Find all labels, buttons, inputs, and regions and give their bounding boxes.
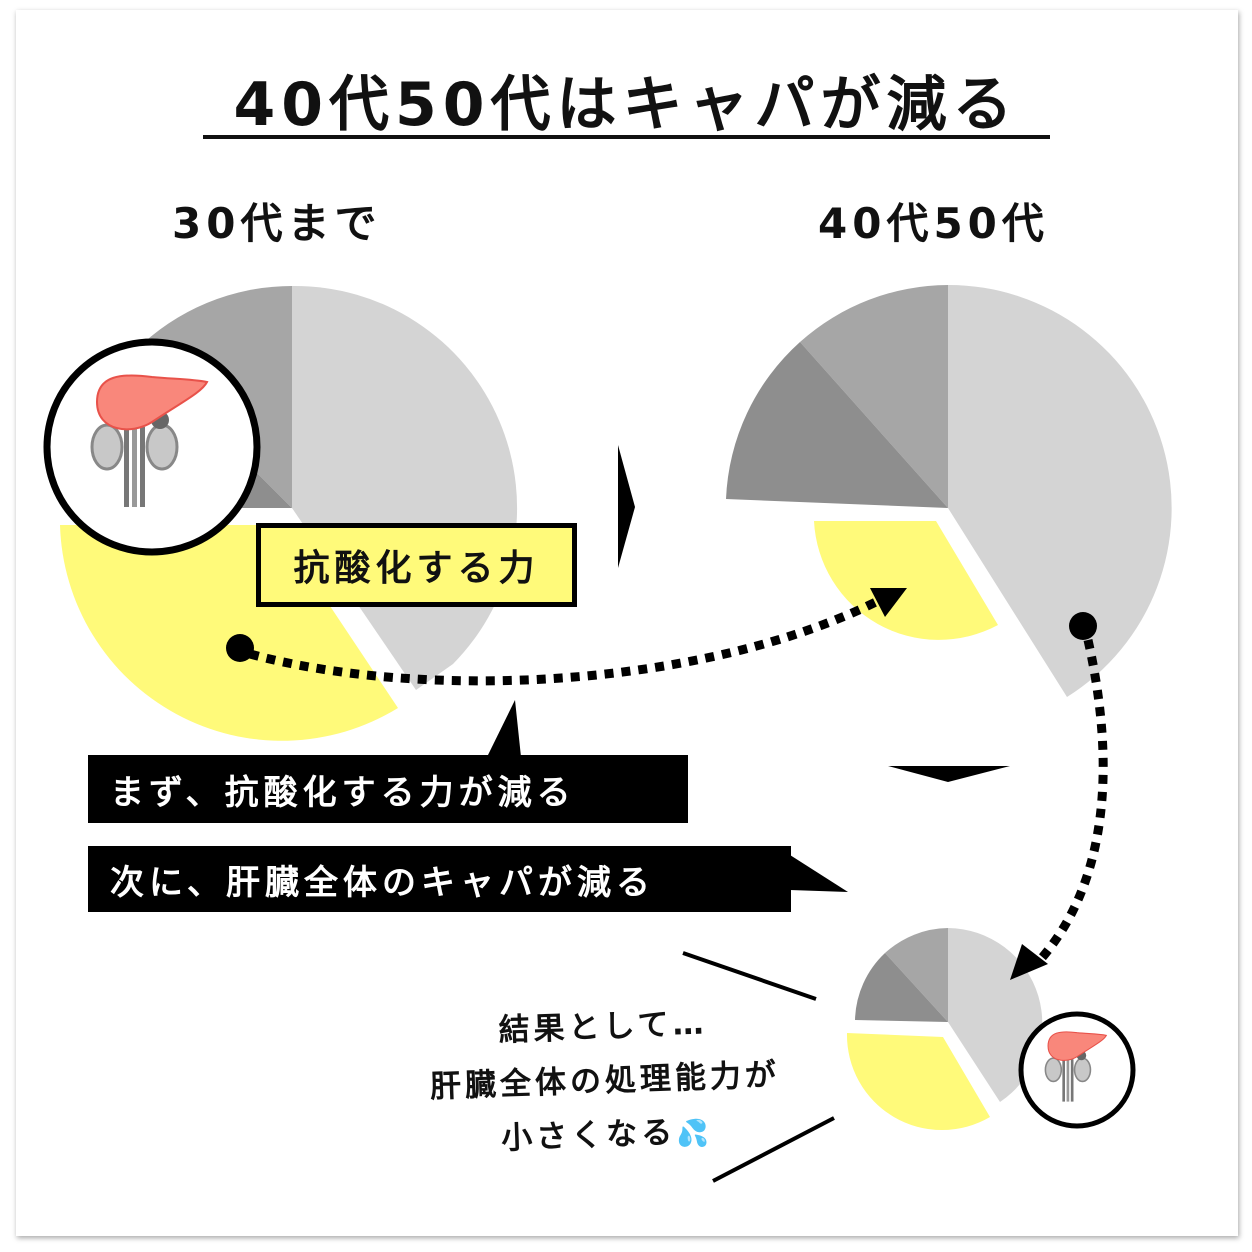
result-text: 結果として… 肝臓全体の処理能力が 小さくなる💦 [387, 993, 822, 1172]
pie-slice-light-gray [948, 284, 1172, 697]
arrow-head [870, 588, 907, 617]
step2-text: 次に、肝臓全体のキャパが減る [110, 862, 655, 903]
callout-pointer-right [790, 855, 848, 892]
chevron-right-icon [618, 445, 635, 568]
pie-chart-after [726, 284, 1172, 697]
arrow-start-dot-2 [1069, 612, 1097, 640]
step1-text: まず、抗酸化する力が減る [110, 772, 576, 813]
arrow-start-dot [226, 634, 254, 662]
before-label: 30代まで [172, 199, 382, 248]
pie-slice-dark-gray [855, 953, 948, 1022]
liver-kidney-icon-small [1018, 1011, 1136, 1129]
liver-kidney-icon [43, 338, 261, 556]
pie-chart-result [846, 928, 1043, 1131]
pie-slice-antioxidant [846, 1033, 990, 1131]
emphasis-line-bottom [712, 1116, 835, 1183]
pie-slice-antioxidant [814, 521, 998, 640]
page-title: 40代50代はキャパが減る [233, 70, 1019, 140]
title-underline [203, 135, 1050, 139]
dotted-arrow-antioxidant [248, 595, 883, 686]
step1-callout: まず、抗酸化する力が減る [88, 755, 688, 823]
dotted-arrow-capacity [1036, 639, 1108, 963]
after-label: 40代50代 [818, 199, 1049, 248]
emphasis-line-top [682, 951, 817, 1001]
antioxidant-label: 抗酸化する力 [256, 523, 577, 607]
callout-pointer-up [487, 700, 521, 757]
sweat-drops-icon: 💦 [675, 1118, 714, 1150]
pie-slice-dark-gray [726, 342, 948, 508]
pie-slice-antioxidant [60, 525, 398, 741]
arrow-head-2 [1010, 944, 1048, 980]
chevron-down-icon [888, 766, 1010, 782]
pie-slice-mid-gray [800, 285, 948, 508]
step2-callout: 次に、肝臓全体のキャパが減る [88, 846, 791, 912]
result-line3: 小さくなる [500, 1114, 677, 1157]
pie-slice-mid-gray [885, 928, 948, 1022]
